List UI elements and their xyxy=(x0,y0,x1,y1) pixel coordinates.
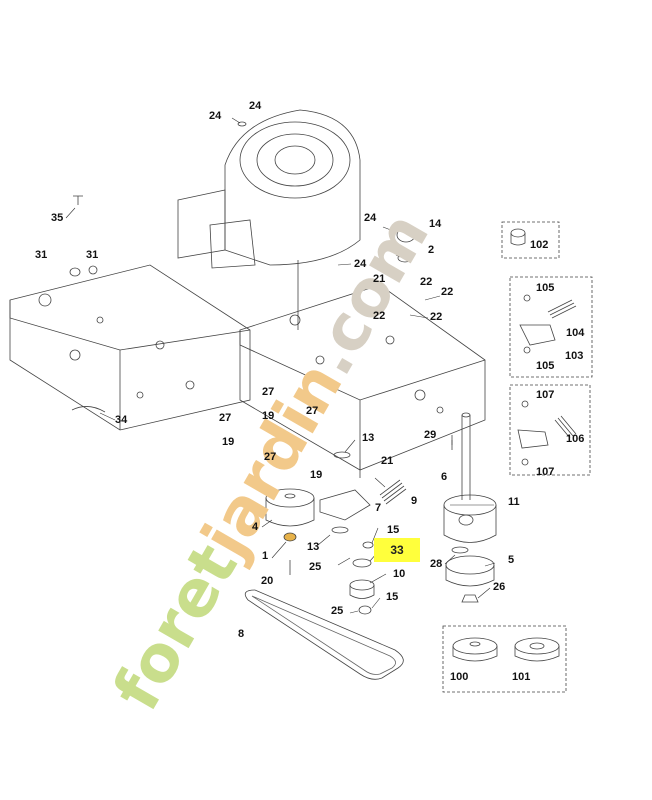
part-label-26[interactable]: 26 xyxy=(493,581,506,593)
bushing-33 xyxy=(352,558,372,568)
central-deck-plate xyxy=(239,284,486,471)
part-label-28[interactable]: 28 xyxy=(430,558,443,570)
washer-31b xyxy=(88,265,98,275)
part-label-27[interactable]: 27 xyxy=(219,412,232,424)
part-label-21[interactable]: 21 xyxy=(381,455,394,467)
nut-26 xyxy=(461,594,479,603)
part-label-21[interactable]: 21 xyxy=(373,273,386,285)
part-label-101[interactable]: 101 xyxy=(512,671,531,683)
part-label-105[interactable]: 105 xyxy=(536,282,555,294)
part-label-1[interactable]: 1 xyxy=(262,550,269,562)
washer-24 xyxy=(237,121,247,127)
part-label-13[interactable]: 13 xyxy=(362,432,375,444)
part-label-24[interactable]: 24 xyxy=(354,258,367,270)
left-base-plate xyxy=(9,264,251,431)
washer-28 xyxy=(451,546,469,554)
highlighted-part-33[interactable]: 33 xyxy=(374,538,420,562)
pulley-4 xyxy=(265,488,315,527)
part-label-10[interactable]: 10 xyxy=(393,568,406,580)
part-label-15[interactable]: 15 xyxy=(387,524,400,536)
washer-2 xyxy=(397,253,413,263)
box-100-101 xyxy=(442,625,567,693)
part-label-35[interactable]: 35 xyxy=(51,212,64,224)
box-102 xyxy=(501,221,560,259)
part-label-9[interactable]: 9 xyxy=(411,495,418,507)
part-label-13[interactable]: 13 xyxy=(307,541,320,553)
part-label-27[interactable]: 27 xyxy=(264,451,277,463)
part-label-6[interactable]: 6 xyxy=(441,471,448,483)
part-label-104[interactable]: 104 xyxy=(566,327,585,339)
part-label-22[interactable]: 22 xyxy=(441,286,454,298)
washer-13b xyxy=(331,526,349,534)
part-label-24[interactable]: 24 xyxy=(249,100,262,112)
part-label-11[interactable]: 11 xyxy=(508,496,520,508)
part-label-24[interactable]: 24 xyxy=(364,212,377,224)
washer-13a xyxy=(333,451,351,459)
part-label-103[interactable]: 103 xyxy=(565,350,584,362)
part-label-106[interactable]: 106 xyxy=(566,433,585,445)
part-label-20[interactable]: 20 xyxy=(261,575,274,587)
part-label-31[interactable]: 31 xyxy=(86,249,99,261)
washer-31a xyxy=(69,267,81,277)
part-label-22[interactable]: 22 xyxy=(420,276,433,288)
part-label-8[interactable]: 8 xyxy=(238,628,245,640)
bushing-1 xyxy=(283,532,297,542)
bracket-7 xyxy=(319,489,371,521)
part-label-5[interactable]: 5 xyxy=(508,554,515,566)
part-label-25[interactable]: 25 xyxy=(309,561,322,573)
part-label-14[interactable]: 14 xyxy=(429,218,442,230)
part-label-27[interactable]: 27 xyxy=(306,405,319,417)
belt-8 xyxy=(244,589,404,680)
cable-34 xyxy=(71,406,106,413)
part-label-15[interactable]: 15 xyxy=(386,591,399,603)
idler-pulley-10 xyxy=(349,579,375,599)
clutch-11 xyxy=(443,494,497,543)
part-label-100[interactable]: 100 xyxy=(450,671,469,683)
part-label-24[interactable]: 24 xyxy=(209,110,222,122)
part-label-25[interactable]: 25 xyxy=(331,605,344,617)
part-label-22[interactable]: 22 xyxy=(430,311,443,323)
part-label-102[interactable]: 102 xyxy=(530,239,549,251)
part-label-22[interactable]: 22 xyxy=(373,310,386,322)
part-label-19[interactable]: 19 xyxy=(222,436,235,448)
box-106-107 xyxy=(509,384,591,476)
part-label-31[interactable]: 31 xyxy=(35,249,48,261)
pulley-cap-14 xyxy=(396,227,416,243)
part-label-105[interactable]: 105 xyxy=(536,360,555,372)
part-label-2[interactable]: 2 xyxy=(428,244,435,256)
part-label-19[interactable]: 19 xyxy=(262,410,275,422)
spring-9 xyxy=(379,479,407,505)
spacer-15b xyxy=(358,605,372,615)
pulley-5 xyxy=(445,555,495,587)
spacer-15a xyxy=(362,541,374,549)
bolt-35 xyxy=(73,195,83,205)
part-label-107[interactable]: 107 xyxy=(536,389,555,401)
part-label-7[interactable]: 7 xyxy=(375,502,382,514)
shaft-6 xyxy=(461,412,471,500)
part-label-29[interactable]: 29 xyxy=(424,429,437,441)
part-label-19[interactable]: 19 xyxy=(310,469,323,481)
box-103-105 xyxy=(509,276,593,378)
leader-lines xyxy=(65,117,496,614)
part-label-27[interactable]: 27 xyxy=(262,386,275,398)
engine xyxy=(177,109,361,330)
part-label-107[interactable]: 107 xyxy=(536,466,555,478)
part-label-34[interactable]: 34 xyxy=(115,414,128,426)
part-label-4[interactable]: 4 xyxy=(252,521,259,533)
